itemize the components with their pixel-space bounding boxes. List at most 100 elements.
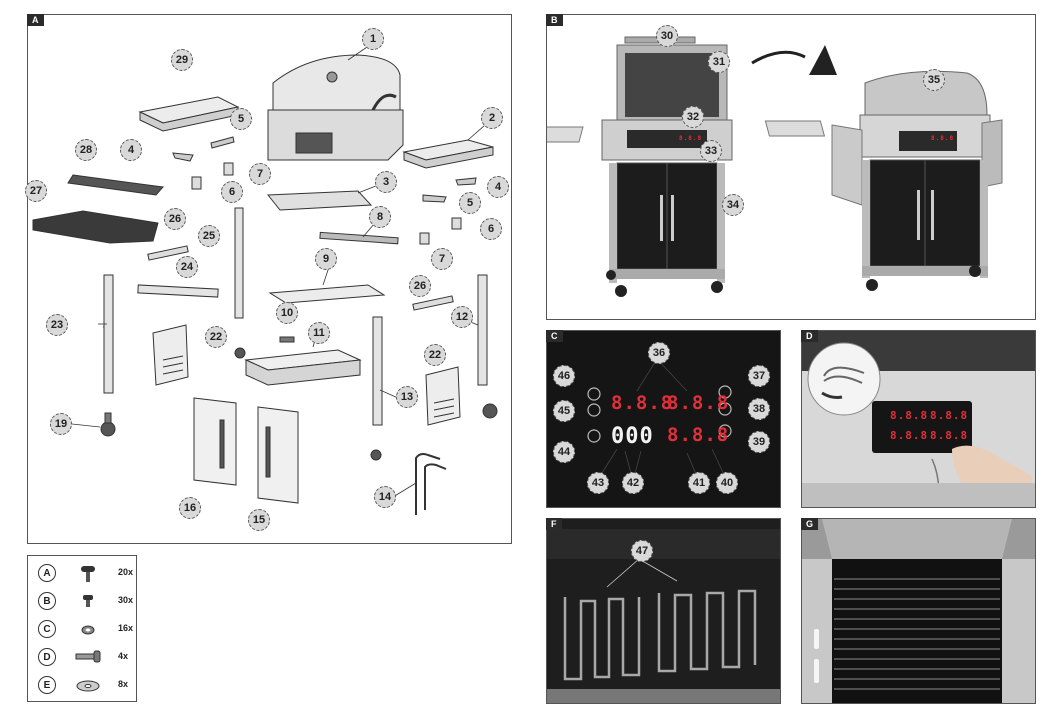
- panel-d-probe-insertion: D 8.8.8 8.8.8 8.8.8 8.8.8: [801, 330, 1036, 508]
- callout-24: 24: [176, 256, 198, 278]
- legend-letter-d: D: [38, 648, 56, 666]
- pan-head-screw-icon: [81, 566, 95, 582]
- legend-row-d: D 4x: [38, 648, 148, 670]
- part-bracket-26-right: [412, 295, 454, 311]
- panel-a-exploded-view: A: [25, 14, 512, 544]
- legend-qty-a: 20x: [118, 567, 134, 577]
- callout-28: 28: [75, 139, 97, 161]
- part-storage-box: [244, 349, 362, 386]
- legend-letter-c: C: [38, 620, 56, 638]
- part-clip-7: [223, 162, 234, 176]
- callout-6: 6: [221, 181, 243, 203]
- callout-26: 26: [164, 208, 186, 230]
- part-bracket-4: [172, 152, 194, 162]
- callout-27: 27: [25, 180, 47, 202]
- power-button-left-icon: [587, 403, 601, 417]
- panel-f-tag: F: [546, 518, 562, 530]
- display-d-c: 8.8.8: [890, 429, 929, 442]
- timer-button-left-icon: [587, 429, 601, 443]
- callout-23: 23: [46, 314, 68, 336]
- callout-7: 7: [249, 163, 271, 185]
- callout-1: 1: [362, 28, 384, 50]
- callout-35: 35: [923, 69, 945, 91]
- callout-30: 30: [656, 25, 678, 47]
- probe-button-right-icon: [718, 385, 732, 399]
- probe-button-left-icon: [587, 387, 601, 401]
- callout-41: 41: [688, 472, 710, 494]
- callout-45: 45: [553, 400, 575, 422]
- legend-letter-e: E: [38, 676, 56, 694]
- callout-9: 9: [315, 248, 337, 270]
- callout-7b: 7: [431, 248, 453, 270]
- part-caster-12: [482, 403, 498, 419]
- probe-photo: 8.8.8 8.8.8 8.8.8 8.8.8: [802, 331, 1035, 507]
- part-warming-rack: [67, 174, 164, 196]
- callout-40: 40: [716, 472, 738, 494]
- panel-g-tag: G: [801, 518, 819, 530]
- part-side-shelf-right: [402, 139, 494, 169]
- part-rail: [137, 284, 219, 298]
- callout-47: 47: [631, 540, 653, 562]
- power-button-right-icon: [718, 402, 732, 416]
- legend-qty-d: 4x: [118, 651, 129, 661]
- exploded-parts-drawing: [32, 42, 498, 515]
- panel-c-tag: C: [546, 330, 563, 342]
- small-screw-icon: [83, 595, 93, 607]
- part-door-right: [257, 406, 299, 504]
- grill-b-display-b: 8.8.8: [931, 135, 955, 142]
- callout-32: 32: [682, 106, 704, 128]
- callout-6b: 6: [480, 218, 502, 240]
- grate-bars: [834, 578, 1000, 690]
- part-bracket-4b: [455, 177, 477, 186]
- display-d-d: 8.8.8: [930, 429, 969, 442]
- callout-42: 42: [622, 472, 644, 494]
- cooking-grates-drawing: [802, 519, 1035, 703]
- part-clip-7b: [419, 232, 430, 245]
- heating-coils: [563, 589, 757, 681]
- part-clip-6: [191, 176, 202, 190]
- part-grill-grates: [32, 210, 159, 244]
- callout-14: 14: [374, 486, 396, 508]
- callout-25: 25: [198, 225, 220, 247]
- part-bracket-5: [210, 136, 235, 149]
- callout-44: 44: [553, 441, 575, 463]
- grill-open-lid: [547, 36, 826, 297]
- legend-row-a: A 20x: [38, 564, 148, 586]
- panel-d-tag: D: [801, 330, 818, 342]
- part-crossbar: [319, 231, 399, 245]
- hardware-legend: A 20x B 30x C 16x D 4x E 8x: [27, 555, 137, 702]
- part-clip-6b: [451, 217, 462, 230]
- part-side-shelf-left: [138, 96, 240, 132]
- callout-5b: 5: [459, 192, 481, 214]
- panel-g-cooking-grates: G: [801, 518, 1036, 704]
- grill-b-display-a: 8.8.8: [679, 135, 703, 142]
- part-drip-tray: [266, 190, 373, 211]
- part-side-panel-right: [425, 366, 461, 426]
- callout-36: 36: [648, 342, 670, 364]
- bolt-icon: [75, 650, 101, 663]
- callout-19: 19: [50, 413, 72, 435]
- part-leg-23: [103, 274, 114, 394]
- leader-lines-f: [606, 558, 678, 588]
- legend-row-b: B 30x: [38, 592, 148, 614]
- callout-37: 37: [748, 365, 770, 387]
- panel-f-heating-elements: F 47: [546, 518, 781, 704]
- legend-letter-b: B: [38, 592, 56, 610]
- heating-elements-drawing: [547, 529, 780, 703]
- nut-icon: [81, 625, 95, 635]
- assembled-grill-drawing: [547, 36, 1003, 297]
- part-caster-13: [370, 449, 382, 461]
- legend-qty-b: 30x: [118, 595, 134, 605]
- callout-2: 2: [481, 107, 503, 129]
- warning-triangle-icon: [809, 45, 837, 75]
- callout-29: 29: [171, 49, 193, 71]
- part-leg-12: [477, 274, 488, 386]
- display-c-top-right: 8.8.8: [667, 392, 730, 414]
- part-bracket-26-left: [147, 245, 189, 261]
- callout-33: 33: [700, 140, 722, 162]
- callout-4: 4: [120, 139, 142, 161]
- part-firebox-lid: [267, 54, 404, 161]
- callout-4b: 4: [487, 176, 509, 198]
- cooking-grates-photo: [802, 519, 1035, 703]
- part-bottom-shelf: [268, 284, 386, 304]
